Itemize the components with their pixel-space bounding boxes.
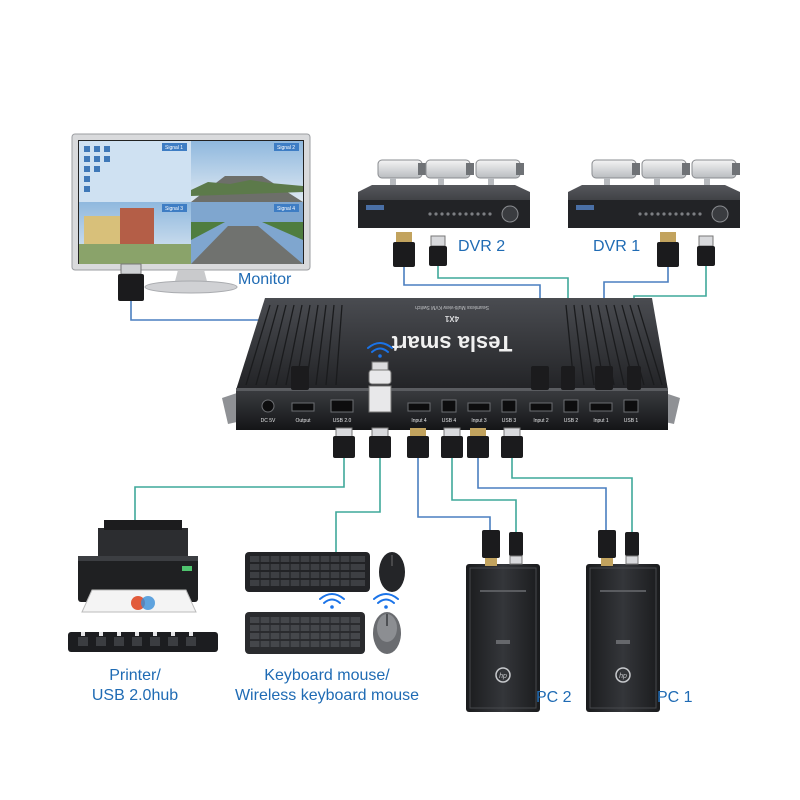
cable-pc2-hdmi — [417, 455, 491, 540]
kvm-switch: DC 5V Output USB 2.0 Input 4 USB 4 Input 3 USB… — [222, 298, 680, 430]
label-keyboard-mouse: Keyboard mouse/ Wireless keyboard mouse — [222, 666, 432, 706]
signal-tag-3: Signal 3 — [165, 206, 183, 212]
label-dvr1: DVR 1 — [593, 238, 641, 255]
label-printer-hub: Printer/ USB 2.0hub — [60, 666, 210, 706]
dvr-1 — [568, 159, 740, 228]
port-label: USB 2.0 — [333, 418, 352, 424]
wireless-mouse — [373, 612, 401, 654]
hp-logo-icon — [495, 667, 511, 683]
usb-plug-icon — [333, 427, 523, 458]
switch-subtitle: Seamless Multi-view KVM Switch — [415, 304, 489, 310]
port-label: Input 3 — [471, 418, 487, 424]
port-label: USB 3 — [502, 418, 517, 424]
pc-1: hp — [586, 564, 660, 712]
usb-plug-icon — [118, 263, 144, 301]
wireless-signal-icon — [367, 342, 393, 358]
label-printer-line1: Printer/ — [109, 667, 161, 684]
port-label: Output — [295, 418, 311, 424]
switch-model: 4X1 — [444, 314, 459, 323]
pc-2: hp — [466, 564, 540, 712]
usb-plug-icon — [509, 532, 639, 565]
monitor: Signal 1 Signal 2 Signal 3 Signal 4 — [71, 133, 311, 294]
label-dvr2: DVR 2 — [458, 238, 506, 255]
port-label: Input 4 — [411, 418, 427, 424]
signal-tag-1: Signal 1 — [165, 145, 183, 151]
usb-plug-icon — [368, 385, 392, 413]
port-label: USB 1 — [624, 418, 639, 424]
cable-pc1-hdmi — [477, 455, 607, 540]
wired-keyboard — [245, 552, 370, 592]
cable-pc2-usb — [451, 455, 517, 540]
port-label: Input 2 — [533, 418, 549, 424]
dvr-2 — [358, 159, 530, 228]
printer — [78, 520, 198, 613]
wireless-signal-icon — [319, 593, 399, 609]
wired-mouse — [379, 552, 405, 592]
port-label: USB 4 — [442, 418, 457, 424]
hdmi-plug-icon — [393, 232, 679, 267]
switch-brand: Tesla smart — [391, 331, 512, 356]
hdmi-plug-icon — [407, 428, 489, 458]
usb-plug-icon — [429, 235, 715, 266]
signal-tag-2: Signal 2 — [277, 145, 295, 151]
wireless-keyboard — [245, 612, 365, 654]
usb-hub — [68, 632, 218, 652]
label-pc2: PC 2 — [536, 689, 572, 706]
svg-text:hp: hp — [499, 673, 507, 680]
port-label: Input 1 — [593, 418, 609, 424]
svg-text:hp: hp — [619, 673, 627, 680]
front-ports — [261, 399, 639, 413]
cable-printer — [134, 455, 345, 528]
usb-plug-icon — [561, 366, 641, 390]
cable-pc1-usb — [511, 455, 633, 540]
label-kbd-line1: Keyboard mouse/ — [264, 667, 390, 684]
cables — [130, 262, 707, 552]
label-monitor: Monitor — [238, 271, 292, 288]
hp-logo-icon — [615, 667, 631, 683]
hdmi-plug-icon — [291, 366, 613, 390]
port-label: DC 5V — [261, 418, 276, 424]
camera-icon — [591, 159, 740, 190]
label-kbd-line2: Wireless keyboard mouse — [234, 687, 420, 704]
port-label: USB 2 — [564, 418, 579, 424]
wireless-dongle — [367, 342, 393, 385]
label-pc1: PC 1 — [657, 689, 693, 706]
camera-icon — [377, 159, 524, 190]
hdmi-plug-icon — [482, 530, 616, 566]
cable-keyboard — [335, 455, 381, 552]
signal-tag-4: Signal 4 — [277, 206, 295, 212]
label-printer-line2: USB 2.0hub — [91, 687, 179, 704]
